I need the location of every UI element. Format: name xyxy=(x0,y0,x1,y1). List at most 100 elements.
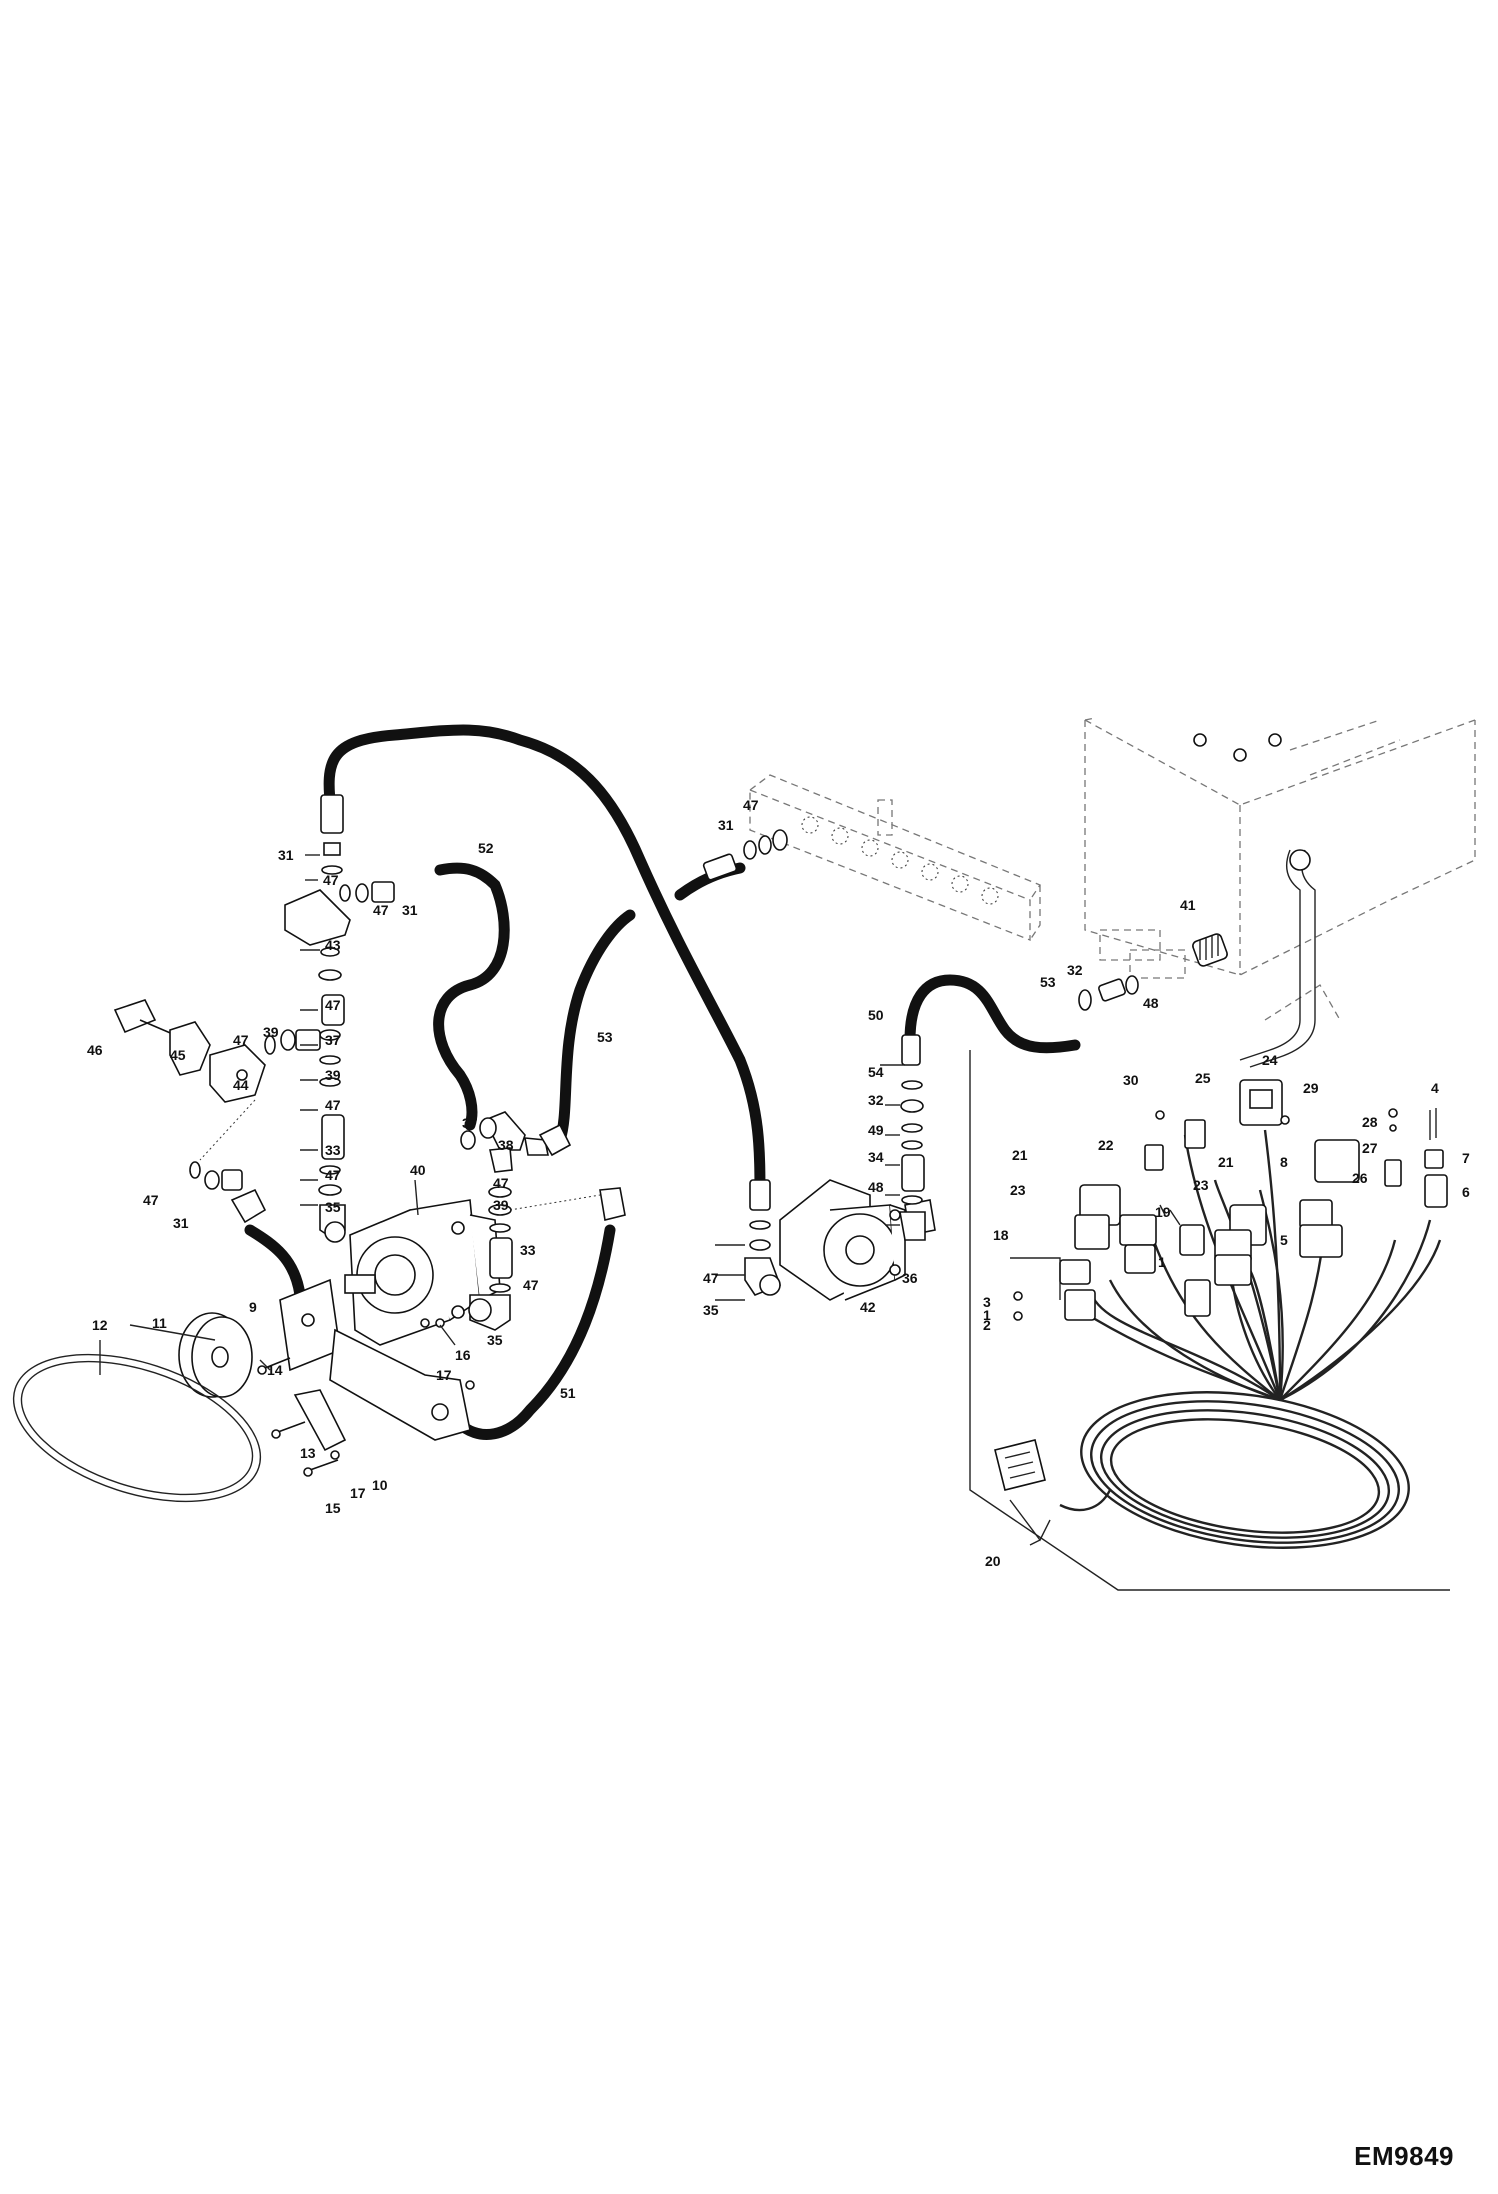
hose-50-left xyxy=(244,1224,306,1301)
hose-51 xyxy=(433,862,510,1131)
pressure-switch-assembly xyxy=(113,999,266,1161)
callout: 39 xyxy=(493,1197,509,1213)
callout-labels: 1 1 2 3 4 5 6 7 8 9 10 11 12 13 14 15 16… xyxy=(87,797,1470,1569)
fittings-centre xyxy=(468,1111,626,1331)
callout: 35 xyxy=(325,1199,341,1215)
callout: 24 xyxy=(1262,1052,1278,1068)
fittings-valve xyxy=(702,829,788,881)
callout: 53 xyxy=(1040,974,1056,990)
callout: 23 xyxy=(1193,1177,1209,1193)
callout: 1 xyxy=(1158,1254,1166,1270)
pulley-11 xyxy=(178,1312,253,1398)
drawing-code: EM9849 xyxy=(1354,2141,1454,2171)
callout: 31 xyxy=(402,902,418,918)
pump-42 xyxy=(779,1179,906,1301)
callout: 3 xyxy=(983,1294,991,1310)
callout: 47 xyxy=(743,797,759,813)
callout: 50 xyxy=(868,1007,884,1023)
fittings-left xyxy=(264,794,395,1243)
leader-lines xyxy=(99,854,905,1375)
wiring-harness-20 xyxy=(969,1050,1450,1591)
callout: 47 xyxy=(143,1192,159,1208)
callout: 49 xyxy=(868,1122,884,1138)
callout: 13 xyxy=(300,1445,316,1461)
callout: 47 xyxy=(493,1175,509,1191)
callout: 9 xyxy=(249,1299,257,1315)
callout: 17 xyxy=(350,1485,366,1501)
hose-52 xyxy=(554,909,636,1146)
callout: 26 xyxy=(1352,1170,1368,1186)
callout: 8 xyxy=(1280,1154,1288,1170)
hose-50 xyxy=(449,1224,616,1440)
callout: 15 xyxy=(325,1500,341,1516)
callout: 54 xyxy=(868,1064,884,1080)
callout: 31 xyxy=(278,847,294,863)
callout: 38 xyxy=(498,1137,514,1153)
callout: 39 xyxy=(325,1067,341,1083)
callout: 29 xyxy=(1303,1080,1319,1096)
callout: 45 xyxy=(170,1047,186,1063)
callout: 47 xyxy=(523,1277,539,1293)
callout: 46 xyxy=(87,1042,103,1058)
control-valve-block xyxy=(749,774,1041,941)
callout: 40 xyxy=(410,1162,426,1178)
hose-54 xyxy=(323,724,766,1206)
callout: 7 xyxy=(1462,1150,1470,1166)
callout: 21 xyxy=(1012,1147,1028,1163)
bolts xyxy=(257,1318,475,1477)
callout: 30 xyxy=(1123,1072,1139,1088)
callout: 53 xyxy=(597,1029,613,1045)
callout: 47 xyxy=(325,997,341,1013)
pump-40 xyxy=(344,1199,501,1346)
fittings-lower-left xyxy=(189,1161,267,1224)
callout: 37 xyxy=(462,1115,478,1131)
hydraulic-tank xyxy=(1084,717,1476,1068)
bracket-9 xyxy=(279,1278,471,1441)
callout: 47 xyxy=(373,902,389,918)
callout: 17 xyxy=(436,1367,452,1383)
callout: 42 xyxy=(860,1299,876,1315)
callout: 47 xyxy=(325,1097,341,1113)
callout: 44 xyxy=(233,1077,249,1093)
callout: 36 xyxy=(902,1270,918,1286)
callout: 23 xyxy=(1010,1182,1026,1198)
belt-12 xyxy=(12,1353,262,1503)
callout: 39 xyxy=(263,1024,279,1040)
callout: 1 xyxy=(983,1307,991,1323)
callout: 5 xyxy=(1280,1232,1288,1248)
tensioner-10 xyxy=(293,1389,347,1452)
callout: 4 xyxy=(1431,1080,1439,1096)
callout: 14 xyxy=(267,1362,283,1378)
callout: 47 xyxy=(325,1167,341,1183)
callout: 12 xyxy=(92,1317,108,1333)
callout: 2 xyxy=(983,1317,991,1333)
callout: 41 xyxy=(1180,897,1196,913)
fittings-49 xyxy=(899,1034,926,1241)
callout: 10 xyxy=(372,1477,388,1493)
callout: 52 xyxy=(478,840,494,856)
callout: 48 xyxy=(868,1179,884,1195)
callout: 32 xyxy=(868,1092,884,1108)
callout: 20 xyxy=(985,1553,1001,1569)
callout: 33 xyxy=(520,1242,536,1258)
callout: 33 xyxy=(325,1142,341,1158)
callout: 48 xyxy=(1143,995,1159,1011)
callout: 34 xyxy=(868,1149,884,1165)
callout: 47 xyxy=(233,1032,249,1048)
callout: 51 xyxy=(560,1385,576,1401)
callout: 47 xyxy=(323,872,339,888)
callout: 31 xyxy=(173,1215,189,1231)
callout: 35 xyxy=(487,1332,503,1348)
fittings-tank xyxy=(1078,933,1228,1011)
callout: 32 xyxy=(1067,962,1083,978)
callout: 35 xyxy=(703,1302,719,1318)
callout: 28 xyxy=(1362,1114,1378,1130)
fittings-52 xyxy=(460,1117,572,1157)
callout: 47 xyxy=(703,1270,719,1286)
callout: 31 xyxy=(718,817,734,833)
callout: 43 xyxy=(325,937,341,953)
callout: 11 xyxy=(152,1315,167,1331)
callout: 6 xyxy=(1462,1184,1470,1200)
callout: 21 xyxy=(1218,1154,1234,1170)
